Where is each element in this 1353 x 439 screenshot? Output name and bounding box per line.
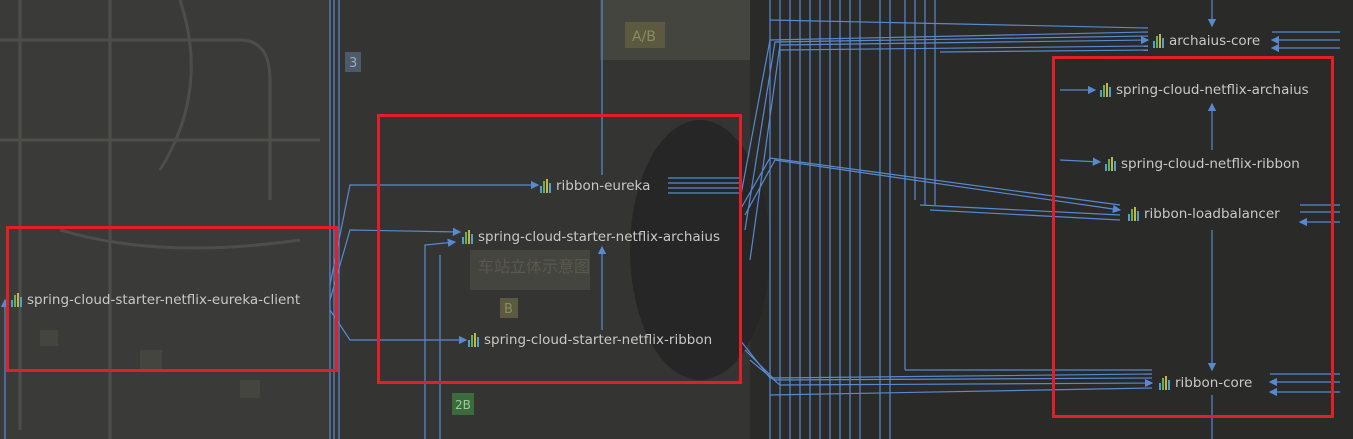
node-label: spring-cloud-netflix-archaius <box>1116 82 1309 98</box>
photo-sign-station: 车站立体示意图 <box>478 257 590 276</box>
node-ribbon-loadbalancer[interactable]: ribbon-loadbalancer <box>1128 204 1280 224</box>
svg-text:B: B <box>504 302 513 317</box>
maven-module-icon <box>1159 376 1170 390</box>
svg-text:A/B: A/B <box>632 29 656 45</box>
photo-sign-3: 3 <box>345 52 361 72</box>
maven-module-icon <box>462 230 473 244</box>
photo-sign-2b: 2B <box>452 393 474 415</box>
node-label: spring-cloud-starter-netflix-ribbon <box>484 332 713 348</box>
node-starter-archaius[interactable]: spring-cloud-starter-netflix-archaius <box>462 227 720 247</box>
node-ribbon-eureka[interactable]: ribbon-eureka <box>540 176 650 196</box>
maven-module-icon <box>468 333 479 347</box>
node-netflix-ribbon[interactable]: spring-cloud-netflix-ribbon <box>1105 154 1300 174</box>
photo-sign-ab: A/B <box>625 22 665 48</box>
highlight-box-client <box>6 226 338 372</box>
svg-text:2B: 2B <box>455 398 471 412</box>
maven-module-icon <box>11 293 22 307</box>
node-label: ribbon-core <box>1175 375 1253 391</box>
node-label: spring-cloud-starter-netflix-eureka-clie… <box>27 292 301 308</box>
node-label: spring-cloud-starter-netflix-archaius <box>478 229 721 245</box>
maven-module-icon <box>1105 157 1116 171</box>
maven-module-icon <box>540 179 551 193</box>
node-netflix-archaius[interactable]: spring-cloud-netflix-archaius <box>1100 80 1309 100</box>
maven-module-icon <box>1153 34 1164 48</box>
node-label: ribbon-loadbalancer <box>1144 206 1280 222</box>
node-label: archaius-core <box>1169 33 1261 49</box>
node-label: spring-cloud-netflix-ribbon <box>1121 156 1300 172</box>
svg-text:3: 3 <box>349 56 357 71</box>
node-starter-ribbon[interactable]: spring-cloud-starter-netflix-ribbon <box>468 330 712 350</box>
node-archaius-core[interactable]: archaius-core <box>1153 31 1260 51</box>
maven-module-icon <box>1128 207 1139 221</box>
highlight-box-starters <box>377 114 742 384</box>
highlight-box-netflix-libs <box>1052 56 1334 418</box>
maven-module-icon <box>1100 83 1111 97</box>
node-ribbon-core[interactable]: ribbon-core <box>1159 373 1252 393</box>
node-label: ribbon-eureka <box>556 178 651 194</box>
node-eureka-client[interactable]: spring-cloud-starter-netflix-eureka-clie… <box>11 290 300 310</box>
photo-sign-b: B <box>500 298 518 318</box>
